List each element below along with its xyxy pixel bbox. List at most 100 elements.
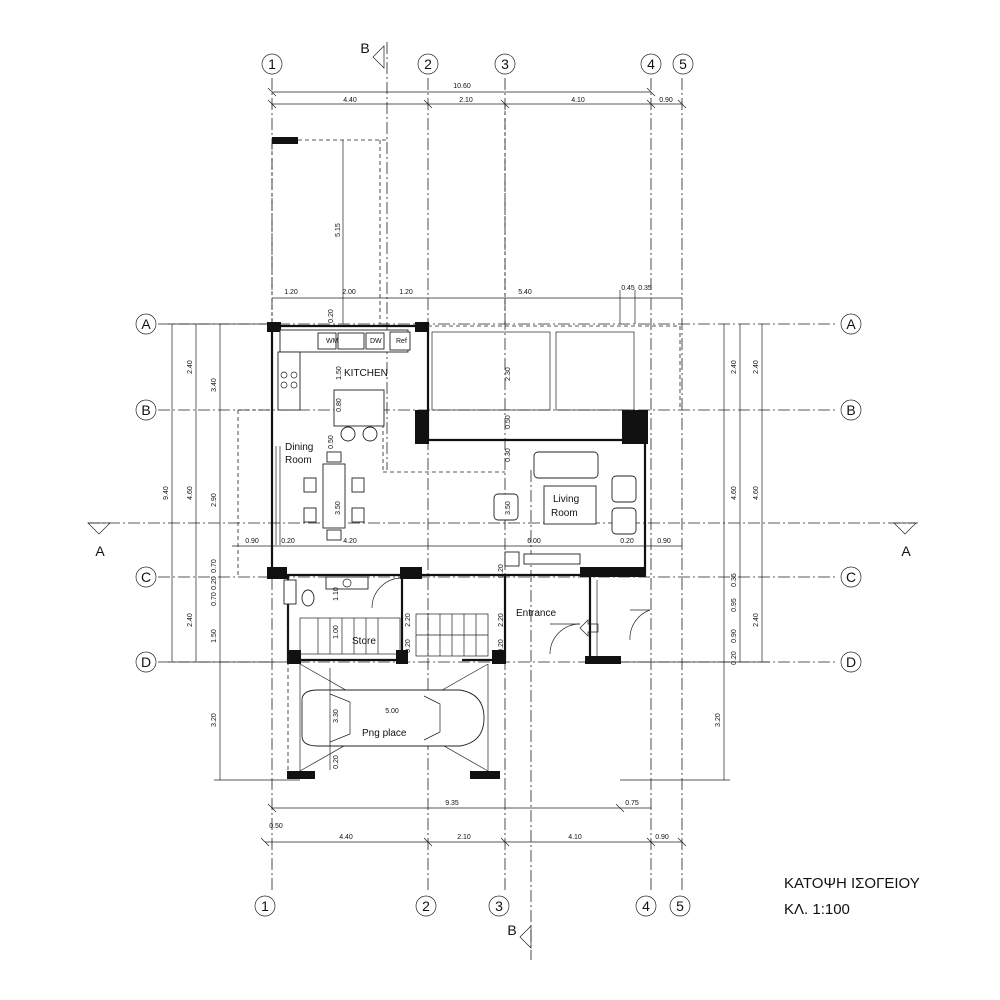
- svg-text:5.40: 5.40: [518, 289, 532, 296]
- section-marker-a-left: A: [87, 522, 111, 559]
- svg-text:2.20: 2.20: [405, 613, 412, 627]
- grid-bubble-col-2-bottom: 2: [415, 895, 437, 917]
- svg-text:A: A: [846, 316, 856, 332]
- grid-bubble-row-c-right: C: [840, 566, 862, 588]
- grid-bubble-col-3-top: 3: [494, 53, 516, 75]
- svg-text:A: A: [901, 543, 911, 559]
- svg-text:10.60: 10.60: [453, 83, 471, 90]
- svg-text:0.20: 0.20: [281, 538, 295, 545]
- grid-bubble-col-1-bottom: 1: [254, 895, 276, 917]
- title-block: ΚΑΤΟΨΗ ΙΣΟΓΕΙΟΥ ΚΛ. 1:100: [784, 875, 920, 918]
- svg-text:B: B: [141, 402, 150, 418]
- dishwasher: [365, 332, 385, 350]
- svg-text:4.60: 4.60: [187, 486, 194, 500]
- svg-text:3.50: 3.50: [505, 501, 512, 515]
- svg-text:3.20: 3.20: [715, 713, 722, 727]
- svg-text:1.50: 1.50: [211, 629, 218, 643]
- svg-text:4: 4: [647, 56, 655, 72]
- svg-text:4: 4: [642, 898, 650, 914]
- section-marker-b-top: B: [360, 40, 385, 69]
- armchair-2: [611, 507, 637, 535]
- bottom-dimension-chains: 9.35 0.75 0.50 4.40 2.10 4.10 0.90: [260, 800, 687, 847]
- svg-text:1.20: 1.20: [399, 289, 413, 296]
- kitchen-sink: [337, 332, 365, 350]
- svg-text:2.40: 2.40: [753, 360, 760, 374]
- building-walls: [267, 322, 648, 664]
- dining-room: Dining Room 0.50 3.50: [275, 435, 365, 545]
- svg-text:4.60: 4.60: [731, 486, 738, 500]
- svg-text:3.20: 3.20: [211, 713, 218, 727]
- svg-text:0.90: 0.90: [655, 834, 669, 841]
- svg-text:0.90: 0.90: [731, 629, 738, 643]
- svg-text:WM: WM: [326, 338, 339, 345]
- svg-text:4.40: 4.40: [343, 97, 357, 104]
- svg-text:0.35: 0.35: [731, 573, 738, 587]
- svg-text:0.90: 0.90: [657, 538, 671, 545]
- sofa: [533, 451, 599, 479]
- svg-text:4.10: 4.10: [568, 834, 582, 841]
- svg-text:0.20: 0.20: [498, 564, 505, 578]
- room-label-entrance: Entrance: [516, 608, 556, 619]
- grid-bubble-row-d-right: D: [840, 651, 862, 673]
- svg-text:9.40: 9.40: [163, 486, 170, 500]
- room-label-kitchen: KITCHEN: [344, 368, 388, 379]
- svg-text:1.10: 1.10: [333, 587, 340, 601]
- washing-machine: [317, 332, 337, 350]
- room-label-parking: Png place: [362, 728, 407, 739]
- car: [301, 689, 485, 747]
- grid-axes: [88, 42, 918, 960]
- room-label-living-1: Living: [553, 494, 579, 505]
- grid-bubble-col-4-bottom: 4: [635, 895, 657, 917]
- svg-text:1: 1: [261, 898, 269, 914]
- svg-text:0.20: 0.20: [211, 576, 218, 590]
- entrance: Entrance: [516, 580, 651, 656]
- terrace-outline: [237, 325, 681, 780]
- svg-text:4.20: 4.20: [343, 538, 357, 545]
- grid-bubble-row-a-right: A: [840, 313, 862, 335]
- grid-bubble-row-a-left: A: [135, 313, 157, 335]
- svg-text:0.50: 0.50: [269, 823, 283, 830]
- drawing-scale: ΚΛ. 1:100: [784, 901, 850, 918]
- svg-text:2.20: 2.20: [498, 613, 505, 627]
- svg-text:2.40: 2.40: [187, 360, 194, 374]
- svg-text:2.10: 2.10: [459, 97, 473, 104]
- svg-text:1.00: 1.00: [333, 625, 340, 639]
- wc: 1.10 1.00: [283, 576, 403, 639]
- grid-bubble-col-5-bottom: 5: [669, 895, 691, 917]
- room-label-dining-1: Dining: [285, 442, 313, 453]
- svg-text:3.30: 3.30: [333, 709, 340, 723]
- svg-text:2.10: 2.10: [457, 834, 471, 841]
- svg-text:2.90: 2.90: [211, 493, 218, 507]
- svg-text:0.50: 0.50: [328, 435, 335, 449]
- fridge: [389, 331, 411, 351]
- dining-table: [322, 463, 346, 529]
- grid-bubble-col-1-top: 1: [261, 53, 283, 75]
- grid-bubble-col-5-top: 5: [672, 53, 694, 75]
- room-label-store: Store: [352, 636, 376, 647]
- svg-text:0.70: 0.70: [211, 559, 218, 573]
- section-marker-b-bottom: B: [507, 922, 532, 949]
- svg-text:5.15: 5.15: [335, 223, 342, 237]
- svg-text:0.20: 0.20: [620, 538, 634, 545]
- svg-text:A: A: [141, 316, 151, 332]
- svg-text:3: 3: [495, 898, 503, 914]
- svg-text:B: B: [507, 922, 516, 938]
- svg-text:0.90: 0.90: [659, 97, 673, 104]
- svg-text:2: 2: [424, 56, 432, 72]
- svg-text:2.40: 2.40: [753, 613, 760, 627]
- svg-text:1.20: 1.20: [284, 289, 298, 296]
- kitchen: WM DW Ref KITCHEN 0.20 1.50 0.80: [277, 309, 411, 442]
- grid-bubble-col-3-bottom: 3: [488, 895, 510, 917]
- svg-text:0.20: 0.20: [405, 639, 412, 653]
- svg-text:0.35: 0.35: [638, 285, 652, 292]
- svg-text:3.40: 3.40: [211, 378, 218, 392]
- svg-text:5.00: 5.00: [385, 708, 399, 715]
- svg-text:0.75: 0.75: [625, 800, 639, 807]
- svg-text:D: D: [846, 654, 856, 670]
- svg-text:DW: DW: [370, 338, 382, 345]
- svg-text:0.20: 0.20: [498, 639, 505, 653]
- armchair-3: [493, 493, 519, 521]
- svg-text:5: 5: [679, 56, 687, 72]
- svg-text:2.40: 2.40: [731, 360, 738, 374]
